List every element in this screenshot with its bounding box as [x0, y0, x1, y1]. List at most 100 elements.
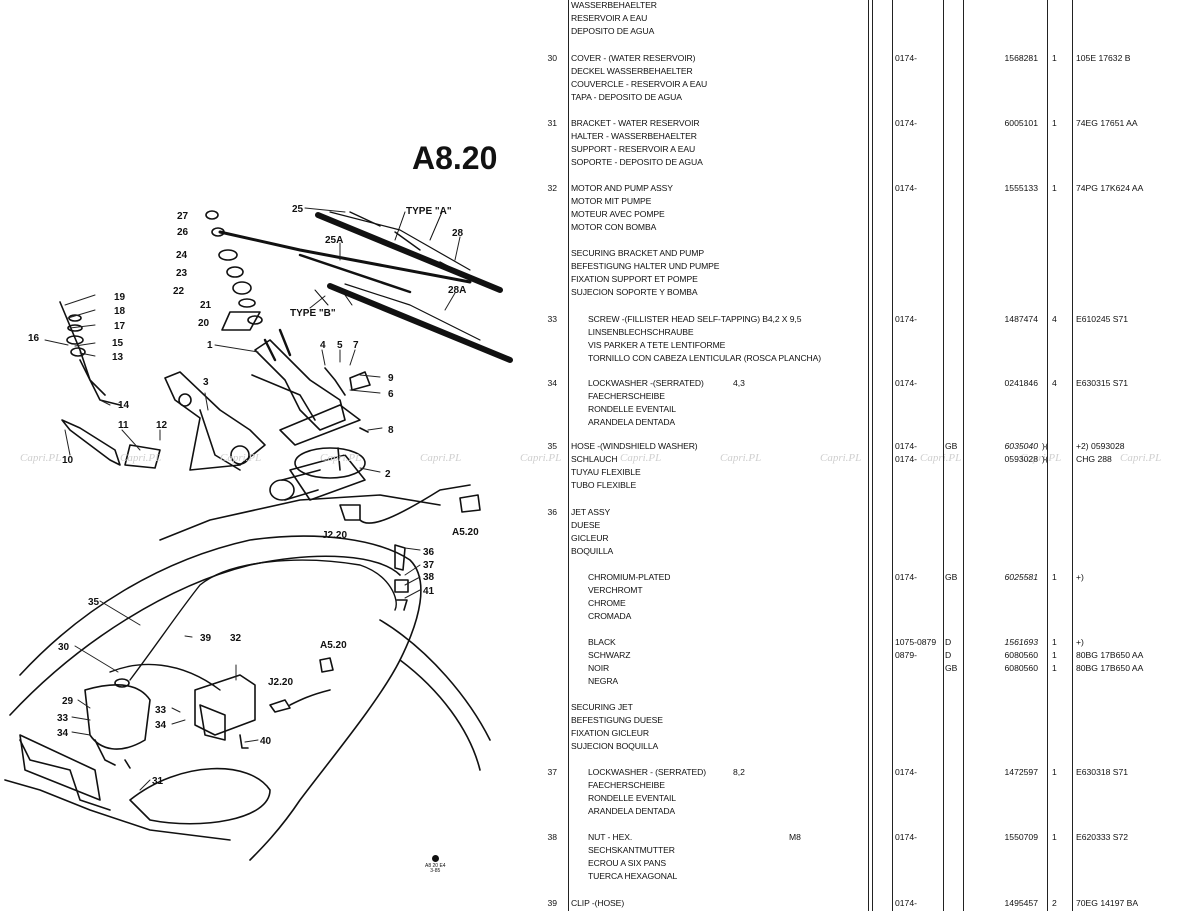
description-line: BEFESTIGUNG DUESE: [571, 715, 663, 725]
description-line: DEPOSITO DE AGUA: [571, 26, 655, 36]
item-number: 34: [547, 378, 557, 388]
description-line: CROMADA: [588, 611, 632, 621]
date-range: 0174-: [895, 53, 917, 63]
part-number: 1555133: [1004, 183, 1038, 193]
watermark: Capri.PL: [420, 452, 462, 464]
wiper-arm: [218, 230, 472, 284]
ref-number: E630318 S71: [1076, 767, 1129, 777]
watermark: Capri.PL: [820, 452, 862, 464]
column-rule: [943, 0, 944, 911]
description-line: CHROME: [588, 598, 626, 608]
callout-25: 25: [292, 204, 304, 215]
interchange-symbol: )-(: [1042, 442, 1048, 451]
description-line: CHROMIUM-PLATED: [588, 572, 671, 582]
callout-15: 15: [112, 338, 124, 349]
column-rule: [963, 0, 964, 911]
callout-25a: 25A: [325, 235, 343, 246]
watermark: Capri.PL: [1020, 452, 1062, 464]
car-body-outline: [4, 494, 491, 861]
callout-29: 29: [62, 696, 74, 707]
callout-24: 24: [176, 250, 188, 261]
quantity: 1: [1052, 650, 1057, 660]
description-line: LOCKWASHER -(SERRATED): [588, 378, 704, 388]
callout-28a: 28A: [448, 285, 466, 296]
callout-30: 30: [58, 642, 70, 653]
part-number: 0241846: [1004, 378, 1038, 388]
description-line: NOIR: [588, 663, 610, 673]
callout-13: 13: [112, 352, 124, 363]
description-line: FIXATION SUPPORT ET POMPE: [571, 274, 698, 284]
description-line: NUT - HEX.: [588, 832, 633, 842]
item-number: 31: [547, 118, 557, 128]
ref-a5-20-mid: A5.20: [320, 640, 347, 651]
ref-number: 80BG 17B650 AA: [1076, 663, 1144, 673]
description-line: DUESE: [571, 520, 601, 530]
description-line: BRACKET - WATER RESERVOIR: [571, 118, 700, 128]
left-pivot-assembly: [59, 301, 161, 469]
date-range: 0174-: [895, 898, 917, 908]
description-line: WASSERBEHAELTER: [571, 0, 657, 10]
spec-value: 4,3: [733, 378, 745, 388]
part-number: 6035040: [1004, 441, 1038, 451]
callout-12: 12: [156, 420, 168, 431]
date-range: 0174-: [895, 314, 917, 324]
quantity: 1: [1052, 832, 1057, 842]
callout-37: 37: [423, 560, 435, 571]
callout-1: 1: [207, 340, 213, 351]
description-line: FAECHERSCHEIBE: [588, 780, 665, 790]
watermark: Capri.PL: [520, 452, 562, 464]
ref-number: E630315 S71: [1076, 378, 1129, 388]
description-line: BLACK: [588, 637, 616, 647]
callout-33-left: 33: [57, 713, 69, 724]
description-line: TUERCA HEXAGONAL: [588, 871, 678, 881]
quantity: 4: [1052, 378, 1057, 388]
description-line: TAPA - DEPOSITO DE AGUA: [571, 92, 682, 102]
quantity: 1: [1052, 118, 1057, 128]
callout-26: 26: [177, 227, 189, 238]
description-line: TORNILLO CON CABEZA LENTICULAR (ROSCA PL…: [588, 353, 822, 363]
description-line: NEGRA: [588, 676, 619, 686]
description-line: SOPORTE - DEPOSITO DE AGUA: [571, 157, 703, 167]
ref-number: E620333 S72: [1076, 832, 1129, 842]
market-code: GB: [945, 441, 958, 451]
quantity: 1: [1052, 637, 1057, 647]
column-rule: [1047, 0, 1048, 911]
callout-16: 16: [28, 333, 40, 344]
ref-number: 74EG 17651 AA: [1076, 118, 1138, 128]
callout-14: 14: [118, 400, 130, 411]
description-line: MOTEUR AVEC POMPE: [571, 209, 665, 219]
callout-33-right: 33: [155, 705, 167, 716]
ref-a5-20-top: A5.20: [452, 527, 479, 538]
date-range: 0174-: [895, 454, 917, 464]
item-number: 32: [547, 183, 557, 193]
description-line: JET ASSY: [571, 507, 611, 517]
callout-32: 32: [230, 633, 242, 644]
spec-value: 8,2: [733, 767, 745, 777]
page-code: A8 20 E4 3-85: [425, 855, 446, 874]
part-number: 1561693: [1004, 637, 1038, 647]
page-title: A8.20: [412, 140, 498, 176]
date-range: 1075-0879: [895, 637, 937, 647]
ref-number: +): [1076, 572, 1084, 582]
wiper-arm-25a: [298, 253, 412, 294]
callout-2: 2: [385, 469, 391, 480]
description-line: VIS PARKER A TETE LENTIFORME: [588, 340, 726, 350]
callout-31: 31: [152, 776, 164, 787]
callout-22: 22: [173, 286, 185, 297]
type-a-label: TYPE "A": [406, 206, 452, 217]
callout-23: 23: [176, 268, 188, 279]
watermark: Capri.PL: [1120, 452, 1162, 464]
item-number: 35: [547, 441, 557, 451]
part-number: 6080560: [1004, 650, 1038, 660]
callout-41: 41: [423, 586, 435, 597]
watermark: Capri.PL: [20, 452, 62, 464]
description-line: BOQUILLA: [571, 546, 614, 556]
wiper-motor: [269, 447, 366, 501]
description-line: SUJECION BOQUILLA: [571, 741, 659, 751]
quantity: 2: [1052, 898, 1057, 908]
ref-number: 70EG 14197 BA: [1076, 898, 1139, 908]
column-rule: [872, 0, 873, 911]
ref-number: 80BG 17B650 AA: [1076, 650, 1144, 660]
quantity: 1: [1052, 183, 1057, 193]
watermark: Capri.PL: [120, 452, 162, 464]
